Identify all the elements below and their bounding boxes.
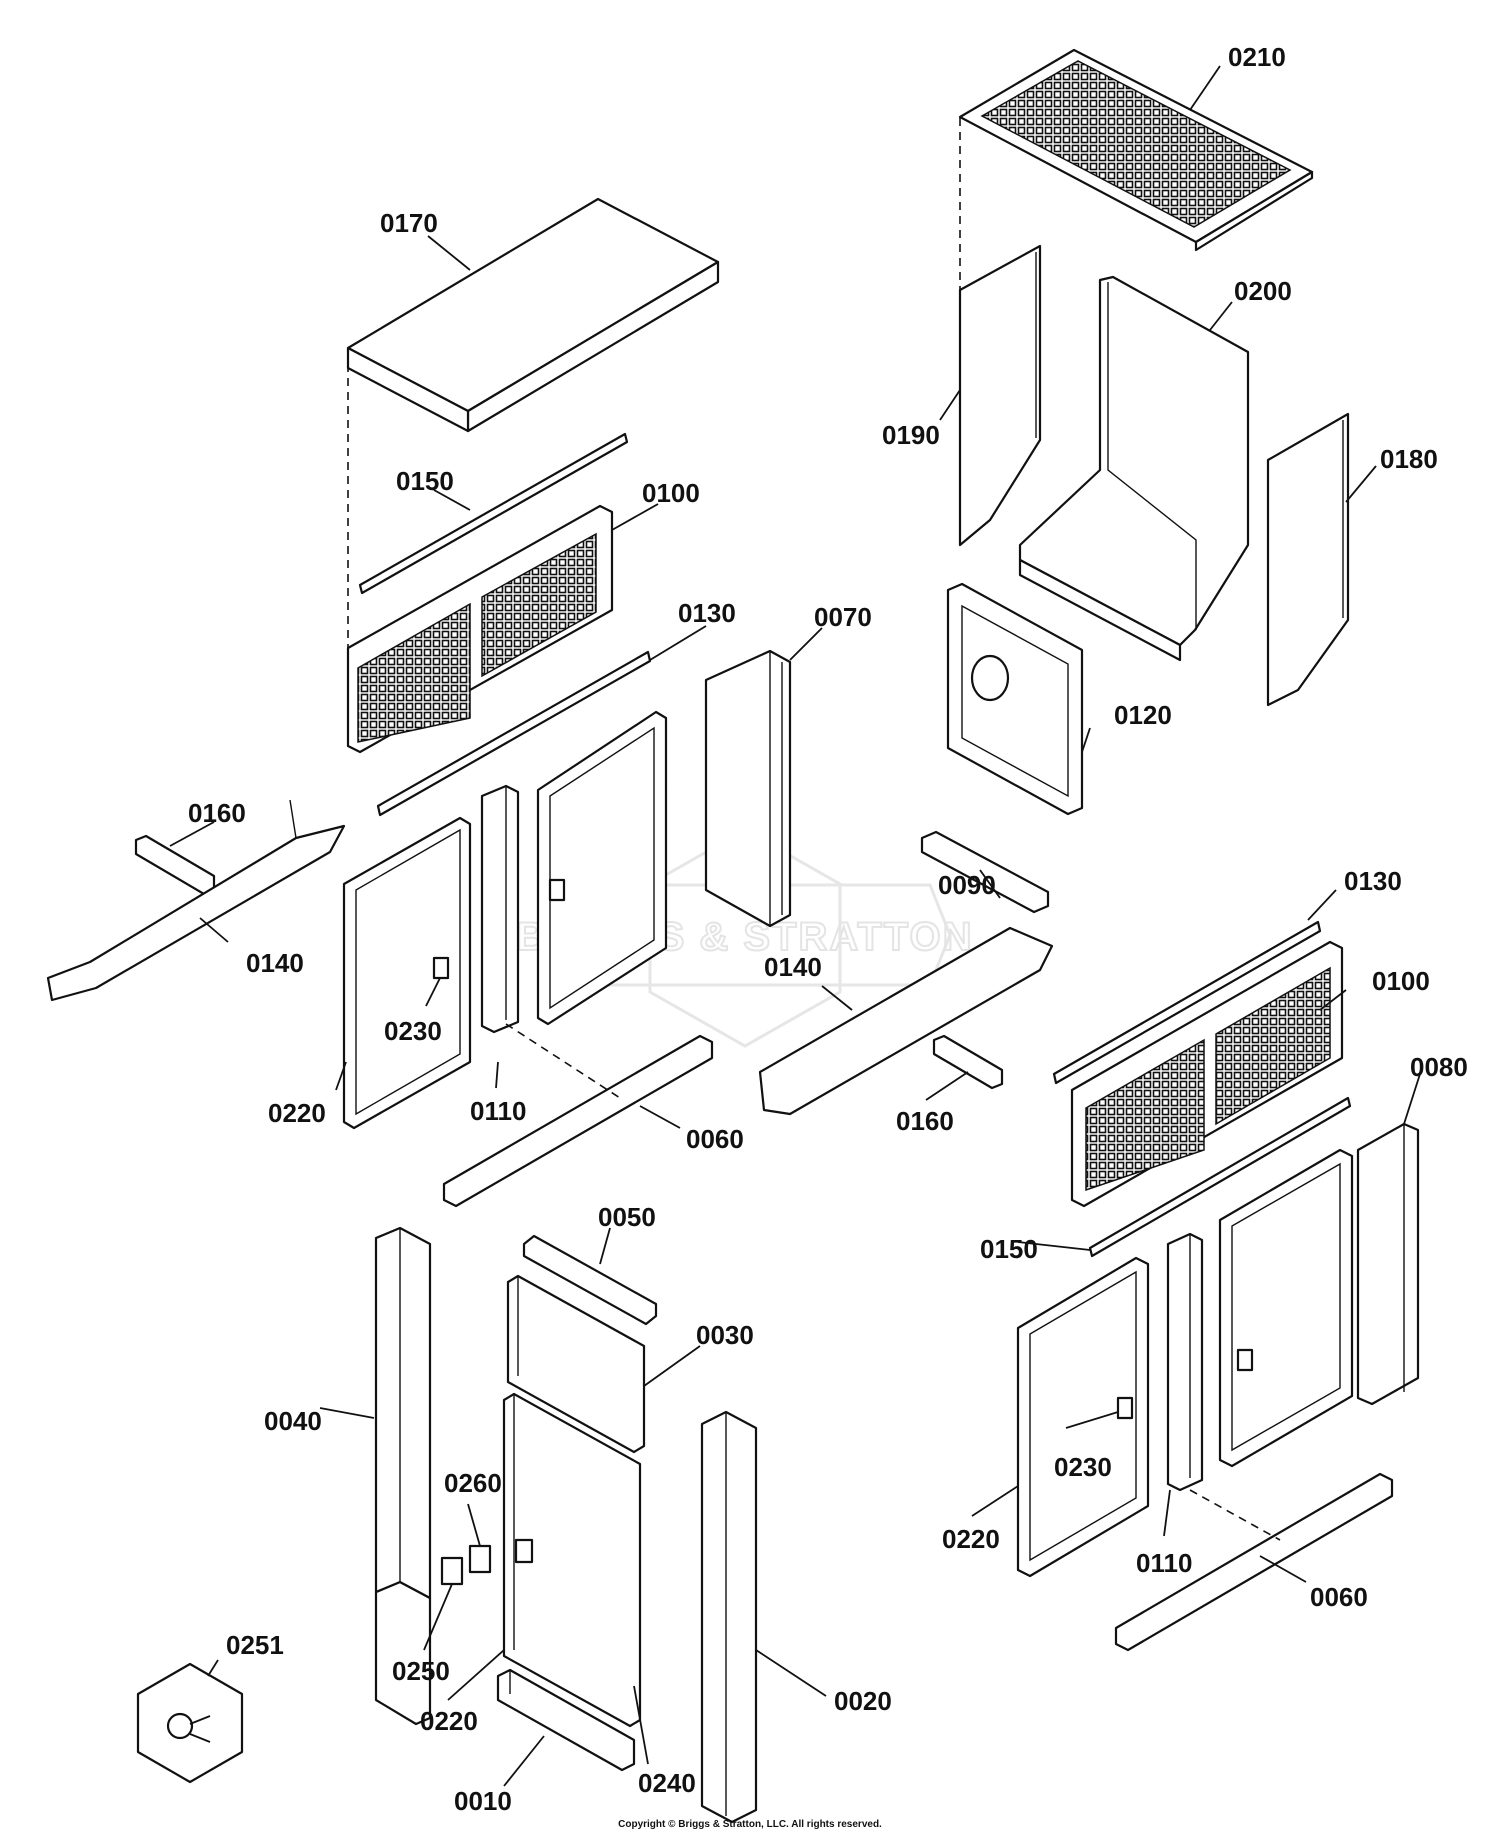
part-0140-trough [46, 799, 346, 1002]
callout-0160: 0160 [188, 798, 246, 828]
part-0170-top-cover [346, 197, 720, 433]
part-door-center [536, 710, 668, 1026]
callout-0150: 0150 [396, 466, 454, 496]
part-0020-corner-post [700, 1410, 758, 1824]
part-0220-door [342, 816, 472, 1130]
callout-0060: 0060 [686, 1124, 744, 1154]
callout-labels: 0210 0170 0200 0190 0180 0150 0100 0130 … [188, 42, 1468, 1816]
callout-0200: 0200 [1234, 276, 1292, 306]
part-0040-post [374, 1226, 432, 1726]
callout-leaders [169, 65, 1421, 1787]
part-0080-side-panel [1356, 1122, 1420, 1406]
part-0220-door-bottom [502, 1392, 642, 1728]
callout-0180: 0180 [1380, 444, 1438, 474]
copyright-notice: Copyright © Briggs & Stratton, LLC. All … [618, 1819, 882, 1830]
callout-0150-right: 0150 [980, 1234, 1038, 1264]
part-0260-latch [468, 1544, 492, 1574]
callout-0160-center: 0160 [896, 1106, 954, 1136]
callout-0210: 0210 [1228, 42, 1286, 72]
callout-0050: 0050 [598, 1202, 656, 1232]
callout-0110: 0110 [470, 1096, 526, 1126]
part-0130-angle [376, 650, 652, 817]
part-0180-side-panel [1266, 412, 1350, 707]
callout-0030: 0030 [696, 1320, 754, 1350]
callout-0170: 0170 [380, 208, 438, 238]
callout-0120: 0120 [1114, 700, 1172, 730]
callout-0250: 0250 [392, 1656, 450, 1686]
callout-0100-right: 0100 [1372, 966, 1430, 996]
part-0010-base-channel [496, 1668, 636, 1772]
callout-0220-bottom: 0220 [420, 1706, 478, 1736]
part-0200-back-panel [1018, 275, 1250, 662]
assembly-guide-lines [347, 118, 1281, 1541]
part-0100-grille-panel [346, 504, 614, 754]
callout-0230-right: 0230 [1054, 1452, 1112, 1482]
part-0030-panel [506, 1274, 646, 1454]
callout-0140: 0140 [246, 948, 304, 978]
part-0130-angle-right [1052, 920, 1322, 1085]
callout-0251: 0251 [226, 1630, 284, 1660]
callout-0130-right: 0130 [1344, 866, 1402, 896]
callout-0130: 0130 [678, 598, 736, 628]
part-0070-corner-post [704, 649, 792, 928]
callout-0060-right: 0060 [1310, 1582, 1368, 1612]
part-0050-angle [522, 1234, 658, 1326]
part-0250-latch [440, 1556, 464, 1586]
part-door-right [1218, 1148, 1354, 1468]
callout-0240: 0240 [638, 1768, 696, 1798]
callout-0230: 0230 [384, 1016, 442, 1046]
callout-0090: 0090 [938, 870, 996, 900]
part-0060-rail-right [1114, 1472, 1394, 1652]
callout-0190: 0190 [882, 420, 940, 450]
callout-0040: 0040 [264, 1406, 322, 1436]
callout-0010: 0010 [454, 1786, 512, 1816]
callout-0220-right: 0220 [942, 1524, 1000, 1554]
callout-0100: 0100 [642, 478, 700, 508]
part-0190-side-panel [958, 244, 1042, 547]
part-0210-top-grille [958, 48, 1314, 252]
callout-0020: 0020 [834, 1686, 892, 1716]
callout-0110-right: 0110 [1136, 1548, 1192, 1578]
part-0150-strip [358, 432, 629, 595]
part-0140-trough-center [758, 926, 1054, 1116]
part-0220-door-right [1016, 1256, 1150, 1578]
callout-0070: 0070 [814, 602, 872, 632]
part-0110-post [480, 784, 520, 1034]
callout-0260: 0260 [444, 1468, 502, 1498]
part-0120-vent-panel [946, 582, 1084, 816]
part-0090-rail [920, 830, 1050, 914]
part-0110-post-right [1166, 1232, 1204, 1492]
callout-0220: 0220 [268, 1098, 326, 1128]
callout-0080: 0080 [1410, 1052, 1468, 1082]
part-0251-key-kit [136, 1662, 244, 1784]
callout-0140-center: 0140 [764, 952, 822, 982]
part-0160-bracket [134, 834, 216, 896]
part-0150-strip-right [1088, 1096, 1352, 1258]
part-0100-grille-panel-right [1070, 940, 1344, 1208]
part-0060-rail [442, 1034, 714, 1208]
part-0160-bracket-center [932, 1034, 1004, 1090]
